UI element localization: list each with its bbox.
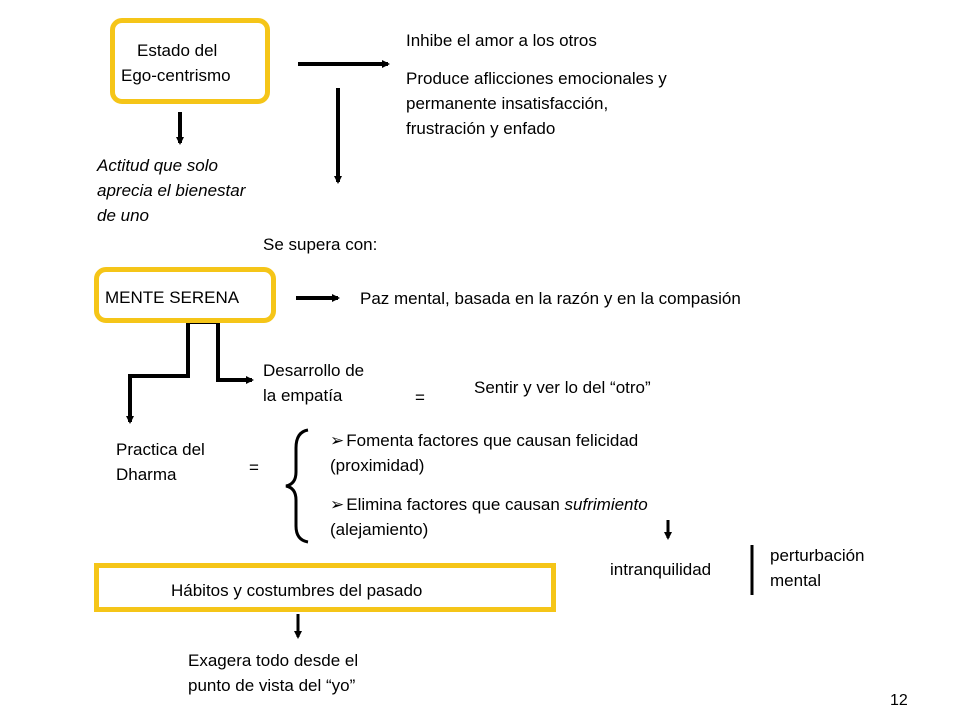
empathy-line-2: la empatía bbox=[263, 386, 343, 405]
bullet-arrow-icon: ➢ bbox=[330, 431, 345, 450]
dharma-brace bbox=[285, 428, 309, 544]
dharma-item-fosters: ➢Fomenta factores que causan felicidad bbox=[330, 428, 638, 453]
ego-centrism-box: Estado del Ego-centrismo bbox=[110, 18, 270, 104]
disturbance-line-1: perturbación bbox=[770, 546, 865, 565]
bullet-arrow-icon: ➢ bbox=[330, 495, 345, 514]
dharma-equals: = bbox=[249, 458, 259, 477]
arrow-mind-to-dharma bbox=[126, 322, 190, 424]
disturbance-line-2: mental bbox=[770, 571, 822, 590]
effect-afflictions-line-1: Produce aflicciones emocionales y bbox=[406, 69, 667, 88]
serene-mind-box: MENTE SERENA bbox=[94, 267, 276, 323]
effect-afflictions-line-3: frustración y enfado bbox=[406, 119, 556, 138]
empathy-definition: Sentir y ver lo del “otro” bbox=[474, 378, 651, 397]
exaggerates-line-2: punto de vista del “yo” bbox=[188, 676, 356, 695]
empathy-line-1: Desarrollo de bbox=[263, 361, 365, 380]
effect-afflictions-line-2: permanente insatisfacción, bbox=[406, 94, 609, 113]
restlessness-label: intranquilidad bbox=[610, 560, 712, 579]
fosters-line-2: (proximidad) bbox=[330, 456, 425, 475]
arrow-mind-to-empathy bbox=[188, 320, 254, 384]
dharma-line-2: Dharma bbox=[116, 465, 177, 484]
page-number: 12 bbox=[890, 692, 908, 709]
habits-label: Hábitos y costumbres del pasado bbox=[171, 581, 423, 600]
effect-inhibits-love: Inhibe el amor a los otros bbox=[406, 31, 597, 50]
eliminates-line-2: (alejamiento) bbox=[330, 520, 429, 539]
ego-box-line-2: Ego-centrismo bbox=[121, 66, 231, 85]
eliminates-suffering: sufrimiento bbox=[564, 495, 648, 514]
attitude-line-1: Actitud que solo bbox=[97, 156, 218, 175]
habits-box: Hábitos y costumbres del pasado bbox=[94, 563, 556, 612]
dharma-line-1: Practica del bbox=[116, 440, 205, 459]
overcome-with-label: Se supera con: bbox=[263, 235, 378, 254]
dharma-item-eliminates: ➢Elimina factores que causan sufrimiento bbox=[330, 492, 648, 517]
exaggerates-line-1: Exagera todo desde el bbox=[188, 651, 359, 670]
serene-mind-label: MENTE SERENA bbox=[105, 288, 240, 307]
attitude-line-3: de uno bbox=[97, 206, 149, 225]
eliminates-line-1: Elimina factores que causan bbox=[346, 495, 565, 514]
ego-box-line-1: Estado del bbox=[137, 41, 218, 60]
fosters-line-1: Fomenta factores que causan felicidad bbox=[346, 431, 639, 450]
empathy-equals: = bbox=[415, 388, 425, 407]
attitude-line-2: aprecia el bienestar bbox=[97, 181, 246, 200]
peace-of-mind-text: Paz mental, basada en la razón y en la c… bbox=[360, 289, 741, 308]
